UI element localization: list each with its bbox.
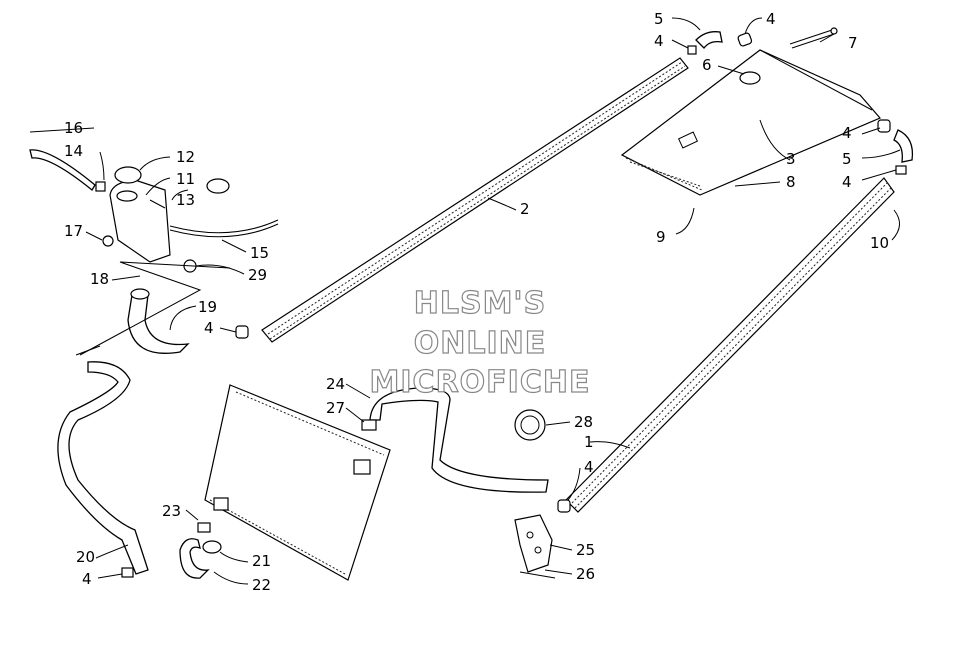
callout-2: 2 [520, 200, 530, 218]
cooler-tube-left [261, 57, 689, 343]
clamp-4-lower-shape [557, 499, 571, 513]
fitting-6-shape [739, 71, 761, 85]
hose-24 [361, 387, 549, 493]
callout-12: 12 [176, 148, 195, 166]
callout-26: 26 [576, 565, 595, 583]
callout-18: 18 [90, 270, 109, 288]
watermark-line-3: MICROFICHE [370, 365, 591, 400]
callout-5-right: 5 [842, 150, 852, 168]
callout-11: 11 [176, 170, 195, 188]
coolant-reservoir [109, 166, 197, 273]
callout-13: 13 [176, 191, 195, 209]
callout-17: 17 [64, 222, 83, 240]
hose-20 [57, 361, 149, 578]
callout-23: 23 [162, 502, 181, 520]
bracket-25 [514, 514, 556, 579]
vent-hose-15 [169, 219, 279, 234]
heat-exchanger-plate [620, 49, 881, 196]
cooler-tube-right [565, 177, 895, 513]
fitting-27-shape [361, 419, 377, 431]
callout-24: 24 [326, 375, 345, 393]
clamp-13-shape [206, 178, 230, 194]
callout-4-hose-19: 4 [204, 319, 214, 337]
callout-19: 19 [198, 298, 217, 316]
leader-lines [29, 17, 901, 585]
callout-29: 29 [248, 266, 267, 284]
callout-10: 10 [870, 234, 889, 252]
callout-4-right-upper: 4 [842, 124, 852, 142]
callout-5-top: 5 [654, 10, 664, 28]
callout-4-hose-20: 4 [82, 570, 92, 588]
radiator [204, 384, 391, 581]
callout-27: 27 [326, 399, 345, 417]
callout-3: 3 [786, 150, 796, 168]
clamp-4-shape [235, 325, 249, 339]
callout-21: 21 [252, 552, 271, 570]
watermark-line-2: ONLINE [414, 326, 547, 361]
overflow-hose-16 [29, 149, 106, 192]
callout-7: 7 [848, 34, 858, 52]
elbow-hose-right [877, 119, 914, 175]
elbow-hose-top [687, 31, 753, 55]
callout-4-right-lower: 4 [842, 173, 852, 191]
watermark-line-1: HLSM'S [414, 286, 546, 321]
callout-22: 22 [252, 576, 271, 594]
callout-20: 20 [76, 548, 95, 566]
callout-4-top-left: 4 [654, 32, 664, 50]
fitting-23-shape [197, 522, 211, 533]
callout-9: 9 [656, 228, 666, 246]
callout-8: 8 [786, 173, 796, 191]
callout-6: 6 [702, 56, 712, 74]
clamp-21-shape [202, 540, 222, 554]
callout-15: 15 [250, 244, 269, 262]
watermark: HLSM'S ONLINE MICROFICHE [369, 285, 591, 400]
callout-14: 14 [64, 142, 83, 160]
screw-7 [789, 27, 838, 49]
callout-labels: 5 4 4 7 6 4 3 5 8 4 9 10 2 16 14 12 11 1… [64, 10, 889, 594]
clamp-28-shape [514, 409, 546, 441]
callout-16: 16 [64, 119, 83, 137]
cap-12-shape [114, 166, 142, 184]
callout-4-top-right: 4 [766, 10, 776, 28]
hose-19 [127, 288, 249, 354]
callout-4-tube-1: 4 [584, 458, 594, 476]
nut-17-shape [102, 235, 114, 247]
callout-25: 25 [576, 541, 595, 559]
callout-28: 28 [574, 413, 593, 431]
hose-22 [179, 522, 222, 579]
callout-1: 1 [584, 433, 594, 451]
